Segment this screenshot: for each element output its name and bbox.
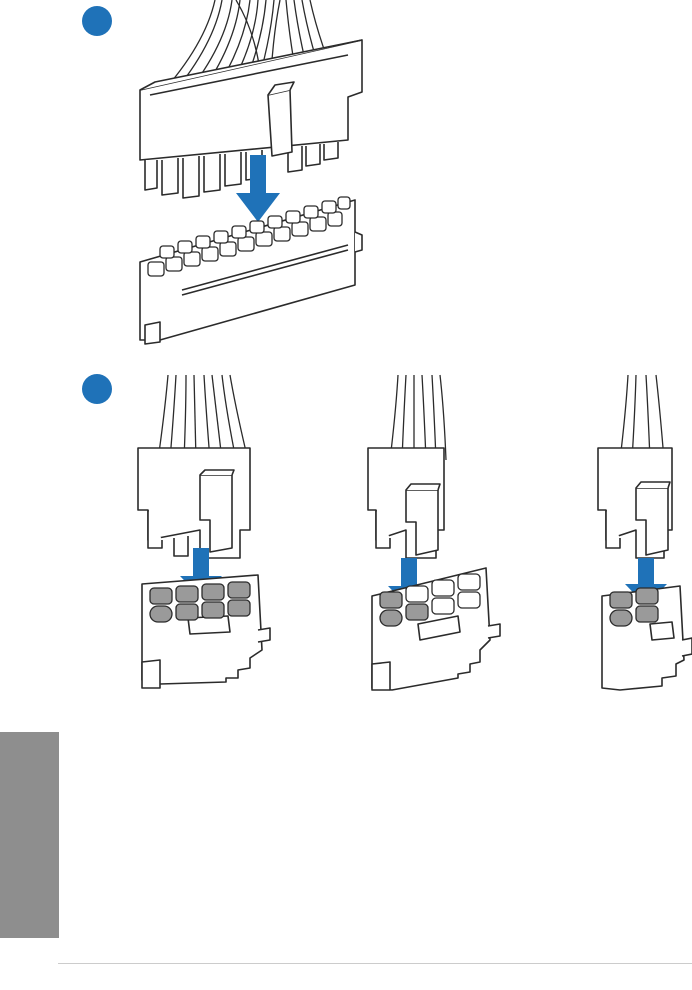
motherboard-socket-8pin-left xyxy=(142,575,270,688)
step-1-badge xyxy=(82,6,112,36)
chapter-side-tab xyxy=(0,732,59,938)
step-2-right-group xyxy=(598,375,692,690)
step-2-badge xyxy=(82,374,112,404)
footer-divider xyxy=(58,963,692,964)
connector-plug-4pin xyxy=(598,448,672,558)
motherboard-socket-4pin xyxy=(602,586,692,690)
motherboard-socket-24pin xyxy=(140,197,362,344)
step-1-group xyxy=(140,0,362,344)
step-2-middle-group xyxy=(368,375,500,690)
connector-plug-8pin-middle xyxy=(368,448,444,558)
connector-plug-8pin-left xyxy=(138,448,250,558)
psu-connector-diagram xyxy=(0,0,692,700)
insert-arrow-24pin xyxy=(236,155,280,222)
step-2-group xyxy=(138,375,270,688)
